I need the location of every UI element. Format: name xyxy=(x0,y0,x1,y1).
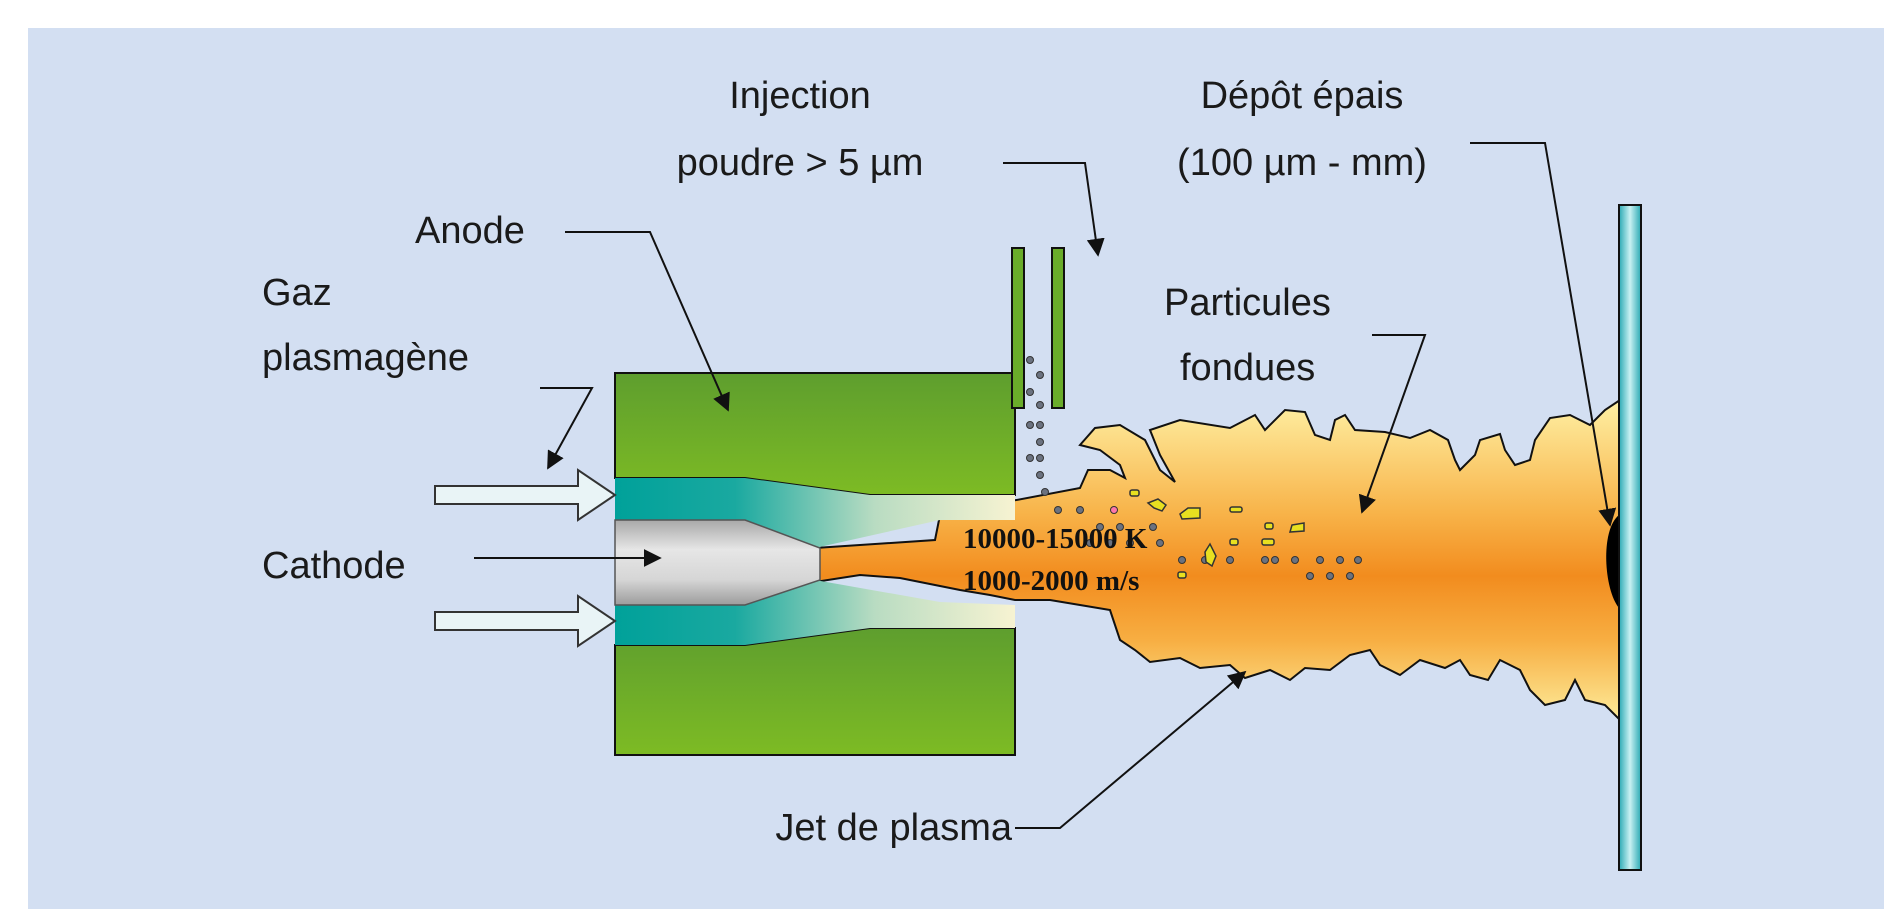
cathode xyxy=(614,519,821,606)
injector-wall-right xyxy=(1051,247,1065,409)
plasma-jet xyxy=(814,398,1621,723)
molten-particles xyxy=(1129,489,1305,579)
jet-label: Jet de plasma xyxy=(775,807,1012,849)
injection-leader-arrow xyxy=(1003,162,1105,257)
gas-channel-bottom xyxy=(615,580,1015,645)
gas-inlet-arrow-bottom xyxy=(434,594,617,648)
velocity-label: 1000-2000 m/s xyxy=(963,565,1139,597)
gas-label-line1: Gaz xyxy=(262,272,332,314)
gas-label-line2: plasmagène xyxy=(262,337,469,379)
anode-leader-arrow xyxy=(565,231,730,412)
gas-leader-arrow xyxy=(540,387,594,470)
particles-label-line1: Particules xyxy=(1164,282,1331,324)
injection-label-line1: Injection xyxy=(729,75,871,117)
particles-leader-arrow xyxy=(1358,334,1427,514)
deposit-label-line1: Dépôt épais xyxy=(1201,75,1404,117)
particles-label-line2: fondues xyxy=(1180,347,1315,389)
jet-leader-arrow xyxy=(1015,670,1247,829)
injection-label-line2: poudre > 5 µm xyxy=(677,142,924,184)
substrate xyxy=(1618,204,1642,871)
deposit-leader-arrow xyxy=(1470,142,1617,527)
powder-particles xyxy=(1026,356,1362,580)
deposit-label-line2: (100 µm - mm) xyxy=(1177,142,1427,184)
cathode-label: Cathode xyxy=(262,545,406,587)
gas-inlet-arrow-top xyxy=(434,468,617,522)
temperature-label: 10000-15000 K xyxy=(963,523,1148,555)
anode-bottom xyxy=(614,627,1016,756)
anode-top xyxy=(614,372,1016,496)
injector-wall-left xyxy=(1011,247,1025,409)
leader-lines xyxy=(474,142,1617,829)
anode-label: Anode xyxy=(415,210,525,252)
gas-channel-top xyxy=(615,478,1015,548)
thick-deposit xyxy=(1606,515,1619,608)
